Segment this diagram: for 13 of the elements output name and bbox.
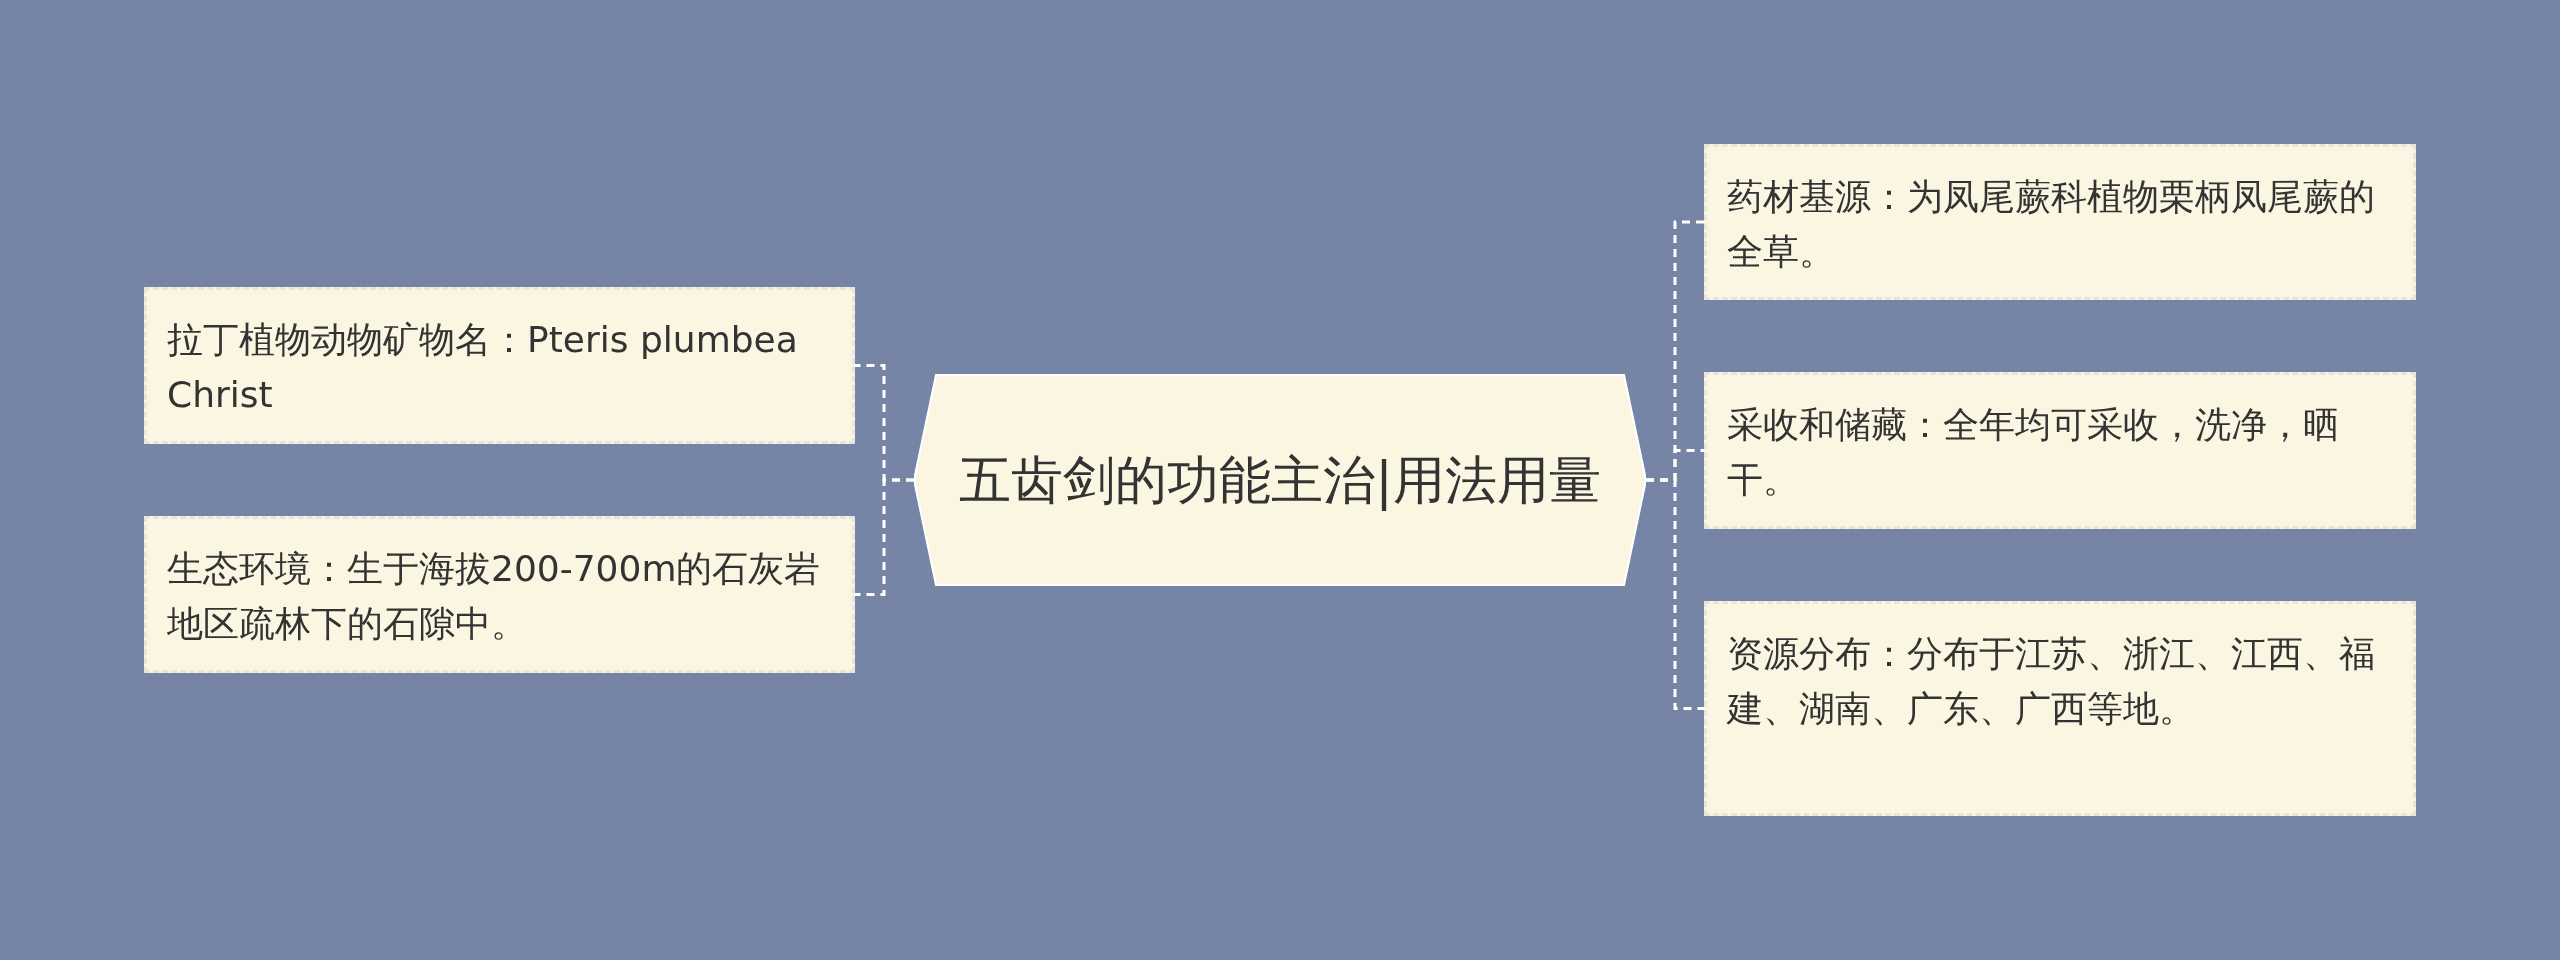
connector-line: [1646, 478, 1704, 710]
text-card: [144, 516, 855, 673]
card-text: 采收和储藏：全年均可采收，洗净，晒干。: [1727, 403, 2340, 502]
text-card: [1704, 372, 2416, 529]
text-card: [1704, 601, 2416, 816]
connector-line: [855, 478, 914, 596]
topic-text: 五齿剑的功能主治|用法用量: [959, 449, 1601, 513]
text-card: [1704, 144, 2416, 300]
card-text: 拉丁植物动物矿物名：Pteris plumbea Christ: [167, 318, 799, 417]
card-text: 资源分布：分布于江苏、浙江、江西、福建、湖南、广东、广西等地。: [1727, 632, 2376, 731]
card-text: 生态环境：生于海拔200-700m的石灰岩地区疏林下的石隙中。: [167, 547, 822, 646]
card-text: 药材基源：为凤尾蕨科植物栗柄凤尾蕨的全草。: [1727, 175, 2376, 274]
text-card: [144, 287, 855, 444]
